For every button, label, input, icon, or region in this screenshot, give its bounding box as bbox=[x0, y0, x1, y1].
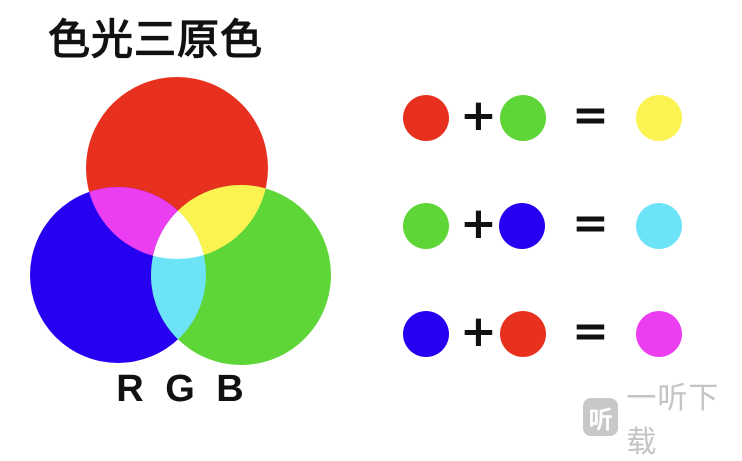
red-dot bbox=[403, 95, 449, 141]
plus-sign: + bbox=[460, 90, 497, 141]
magenta-result-dot bbox=[636, 311, 682, 357]
equation-row-green-blue: + = bbox=[0, 198, 742, 250]
equals-sign: = bbox=[572, 306, 609, 357]
page-title: 色光三原色 bbox=[48, 15, 264, 64]
label-b: B bbox=[216, 368, 244, 410]
watermark-text: 一听下载 bbox=[626, 381, 720, 460]
magenta-overlap bbox=[86, 187, 206, 259]
equation-row-red-green: + = bbox=[0, 90, 742, 142]
label-r: R bbox=[116, 368, 144, 410]
yellow-result-dot bbox=[636, 95, 682, 141]
blue-dot bbox=[403, 311, 449, 357]
equals-sign: = bbox=[572, 198, 609, 249]
green-dot bbox=[403, 203, 449, 249]
yellow-overlap bbox=[151, 185, 268, 259]
watermark: 听 一听下载 bbox=[583, 381, 742, 460]
label-g: G bbox=[165, 368, 195, 410]
blue-dot bbox=[499, 203, 545, 249]
rgb-venn-diagram bbox=[30, 77, 331, 365]
green-dot bbox=[500, 95, 546, 141]
red-dot bbox=[500, 311, 546, 357]
equals-sign: = bbox=[572, 90, 609, 141]
plus-sign: + bbox=[460, 198, 497, 249]
plus-sign: + bbox=[460, 306, 497, 357]
cyan-result-dot bbox=[636, 203, 682, 249]
equation-row-blue-red: + = bbox=[0, 306, 742, 358]
watermark-logo-icon: 听 bbox=[583, 398, 619, 436]
